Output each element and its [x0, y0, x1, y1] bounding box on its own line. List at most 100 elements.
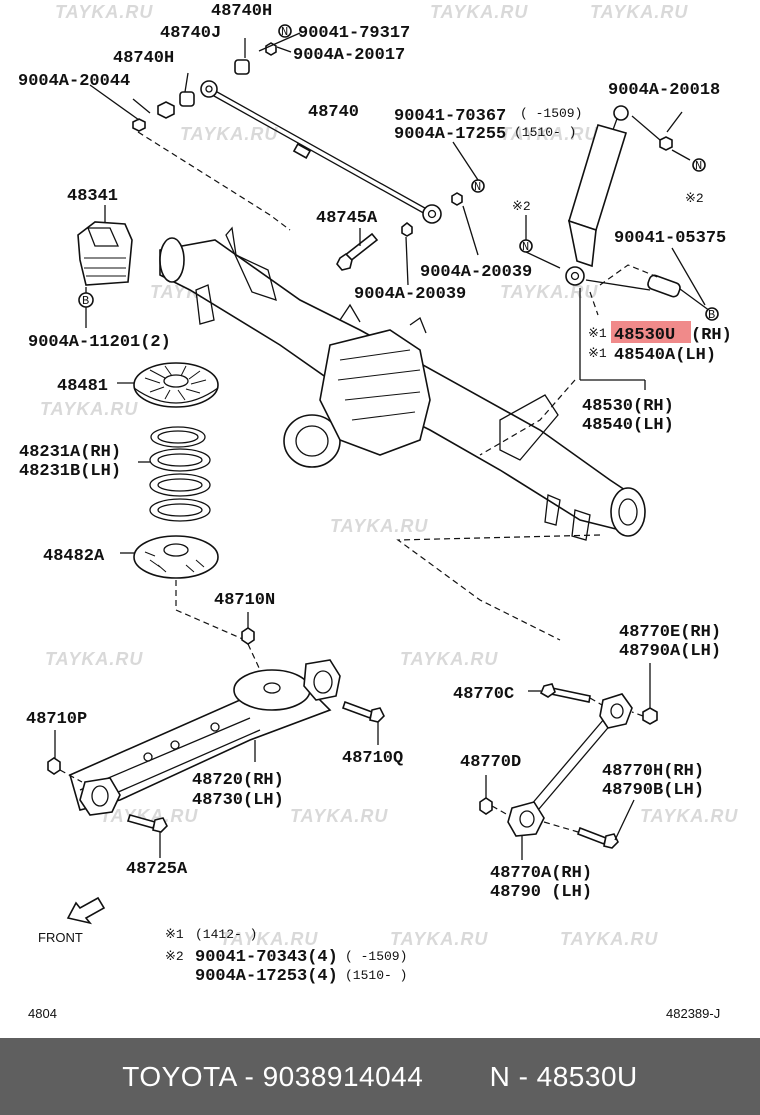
part-label-90041-79317[interactable]: 90041-79317 [298, 24, 410, 43]
part-label-48740H[interactable]: 48740H [211, 2, 272, 21]
part-label-48730[interactable]: 48730(LH) [192, 791, 284, 810]
note2-range-a: ( -1509) [345, 949, 407, 964]
bolt-b-label: B [708, 308, 715, 322]
watermark: TAYKA.RU [180, 124, 278, 144]
nut-n-label: N [281, 25, 288, 39]
nut-n-icon: N [519, 239, 533, 254]
part-label-9004A-20044[interactable]: 9004A-20044 [18, 72, 130, 91]
watermark: TAYKA.RU [100, 806, 198, 826]
watermark: TAYKA.RU [55, 2, 153, 22]
part-label-48710N[interactable]: 48710N [214, 591, 275, 610]
watermark: TAYKA.RU [430, 2, 528, 22]
watermark: TAYKA.RU [40, 399, 138, 419]
footer-bar: TOYOTA - 9038914044 N - 48530U [0, 1038, 760, 1115]
footer-spacer [423, 1061, 489, 1093]
watermark: TAYKA.RU [220, 929, 318, 949]
note1-mark: ※1 [165, 927, 184, 942]
bolt-b-icon: B [82, 294, 89, 308]
part-label-48540[interactable]: 48540(LH) [582, 416, 674, 435]
part-label-48770C[interactable]: 48770C [453, 685, 514, 704]
part-label-48740[interactable]: 48740 [308, 103, 359, 122]
part-label-48770H[interactable]: 48770H(RH) [602, 762, 704, 781]
part-label-9004A-11201[interactable]: 9004A-11201(2) [28, 333, 171, 352]
nut-n-icon: N [471, 179, 485, 194]
range-17255: (1510- ) [514, 125, 576, 140]
part-label-48540A[interactable]: 48540A(LH) [614, 346, 716, 365]
watermark-layer: TAYKA.RU TAYKA.RU TAYKA.RU TAYKA.RU TAYK… [40, 2, 738, 949]
lower-arm-drawing [47, 612, 385, 858]
watermark: TAYKA.RU [560, 929, 658, 949]
note2-mark: ※2 [165, 949, 184, 964]
diagram-code-left: 4804 [28, 1006, 57, 1021]
part-label-48231B[interactable]: 48231B(LH) [19, 462, 121, 481]
part-label-48481[interactable]: 48481 [57, 377, 108, 396]
watermark: TAYKA.RU [590, 2, 688, 22]
part-label-48725A[interactable]: 48725A [126, 860, 188, 879]
watermark: TAYKA.RU [290, 806, 388, 826]
part-label-48770E[interactable]: 48770E(RH) [619, 623, 721, 642]
mark-x1-a: ※1 [588, 326, 607, 341]
mark-x1-b: ※1 [588, 346, 607, 361]
watermark: TAYKA.RU [640, 806, 738, 826]
part-label-48530U-rh: (RH) [691, 326, 732, 345]
nut-n-label: N [695, 159, 702, 173]
mark-x2-right: ※2 [685, 191, 704, 206]
footer-part-number: N - 48530U [489, 1060, 638, 1092]
part-label-48482A[interactable]: 48482A [43, 547, 105, 566]
part-label-48530[interactable]: 48530(RH) [582, 397, 674, 416]
part-label-48710Q[interactable]: 48710Q [342, 749, 403, 768]
watermark: TAYKA.RU [500, 124, 598, 144]
bump-stop-drawing [77, 205, 133, 328]
watermark: TAYKA.RU [45, 649, 143, 669]
part-label-48790B[interactable]: 48790B(LH) [602, 781, 704, 800]
note2-part-a[interactable]: 90041-70343(4) [195, 948, 338, 967]
axle-housing-drawing [159, 226, 646, 541]
parts-diagram: TAYKA.RU TAYKA.RU TAYKA.RU TAYKA.RU TAYK… [18, 2, 738, 1021]
part-label-90041-05375[interactable]: 90041-05375 [614, 229, 726, 248]
footer-oem-number: TOYOTA - 9038914044 [122, 1060, 424, 1092]
part-label-48710P[interactable]: 48710P [26, 710, 87, 729]
nut-n-icon: N [278, 24, 292, 39]
watermark: TAYKA.RU [500, 282, 598, 302]
part-label-48720[interactable]: 48720(RH) [192, 771, 284, 790]
part-label-48740J[interactable]: 48740J [160, 24, 221, 43]
spring-pad-drawing [120, 535, 246, 641]
front-label: FRONT [38, 930, 83, 945]
highlight-box [611, 321, 691, 343]
upper-rod-drawing [479, 663, 658, 860]
part-label-9004A-20039-a[interactable]: 9004A-20039 [420, 263, 532, 282]
range-70367: ( -1509) [520, 106, 582, 121]
part-label-48740H-2[interactable]: 48740H [113, 49, 174, 68]
part-label-48341[interactable]: 48341 [67, 187, 118, 206]
part-label-9004A-20039-b[interactable]: 9004A-20039 [354, 285, 466, 304]
nut-n-icon: N [692, 158, 706, 173]
spring-seat-drawing [117, 362, 219, 408]
part-label-48770A[interactable]: 48770A(RH) [490, 864, 592, 883]
coil-spring-drawing [138, 426, 211, 522]
watermark: TAYKA.RU [390, 929, 488, 949]
part-label-48790A[interactable]: 48790A(LH) [619, 642, 721, 661]
lateral-rod-drawing [89, 32, 463, 231]
front-arrow-icon [66, 896, 106, 925]
part-label-9004A-20017[interactable]: 9004A-20017 [293, 46, 405, 65]
mark-x2-top: ※2 [512, 199, 531, 214]
part-label-48745A[interactable]: 48745A [316, 209, 378, 228]
nut-n-label: N [474, 180, 481, 194]
part-label-90041-70367[interactable]: 90041-70367 [394, 107, 506, 126]
part-label-9004A-17255[interactable]: 9004A-17255 [394, 125, 506, 144]
shock-absorber-drawing [396, 105, 719, 641]
part-label-48770D[interactable]: 48770D [460, 753, 521, 772]
diagram-code-right: 482389-J [666, 1006, 720, 1021]
nut-n-label: N [522, 240, 529, 254]
part-label-48530U[interactable]: 48530U [614, 326, 675, 345]
part-label-48231A[interactable]: 48231A(RH) [19, 443, 121, 462]
watermark: TAYKA.RU [330, 516, 428, 536]
note1-text: (1412- ) [195, 927, 257, 942]
part-label-48790[interactable]: 48790 (LH) [490, 883, 592, 902]
bolt-48745A-drawing [336, 205, 479, 286]
bolt-b-icon: B [708, 308, 715, 322]
part-label-9004A-20018[interactable]: 9004A-20018 [608, 81, 720, 100]
bolt-b-label: B [82, 294, 89, 308]
note2-part-b[interactable]: 9004A-17253(4) [195, 967, 338, 986]
note2-range-b: (1510- ) [345, 968, 407, 983]
